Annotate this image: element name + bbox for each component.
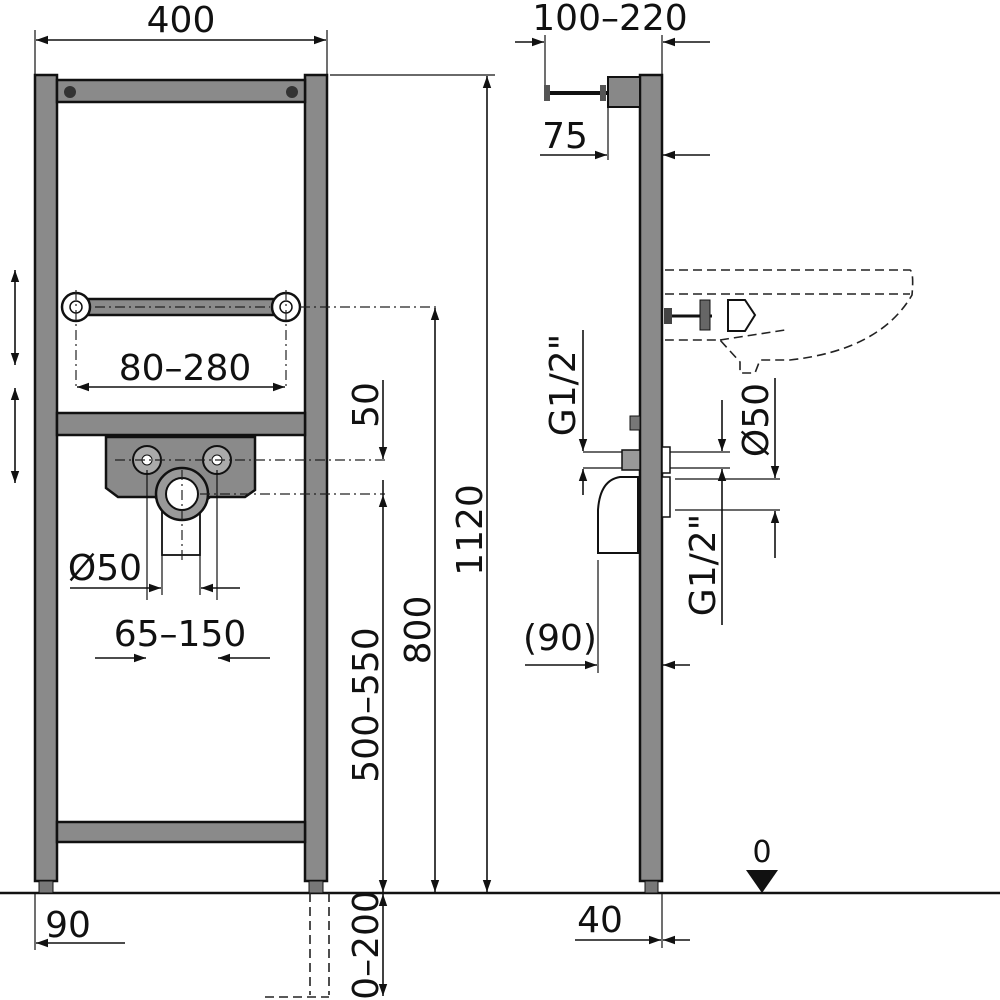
dim-rail-height: 800: [398, 596, 439, 665]
dim-total-height: 1120: [450, 484, 491, 576]
floor-level-label: 0: [752, 835, 771, 870]
dim-outlet-height: 500–550: [346, 627, 387, 782]
basin-outline: [665, 269, 914, 374]
front-view: 400 1120 800 500–550 50 80–280 Ø50 65–15…: [10, 0, 495, 1000]
dim-bracket-offset: 75: [542, 116, 588, 157]
dim-thread-upper: G1/2": [543, 334, 584, 436]
dim-foot-depth: 40: [577, 900, 623, 941]
dim-thread-lower: G1/2": [683, 514, 724, 616]
dim-siphon-depth: (90): [523, 618, 597, 659]
dim-fitting-span: 65–150: [114, 614, 247, 655]
dim-drain-diameter-side: Ø50: [736, 383, 777, 457]
top-bracket: [607, 76, 641, 108]
siphon-elbow: [597, 476, 639, 554]
dim-drain-diameter: Ø50: [68, 548, 142, 589]
floor-level-marker-icon: [746, 870, 778, 893]
side-view: 100–220 75 G1/2" G1/2" Ø50: [515, 0, 914, 948]
dim-rail-span: 80–280: [119, 348, 252, 389]
bottom-bar: [55, 820, 307, 844]
dim-foot-adjust: 0–200: [346, 890, 387, 1000]
cross-bar: [55, 411, 307, 437]
left-post: [33, 73, 59, 883]
dim-width: 400: [147, 0, 216, 41]
top-bar: [55, 78, 307, 104]
dim-foot-offset: 90: [45, 905, 91, 946]
side-post: [638, 73, 664, 883]
right-post: [303, 73, 329, 883]
dim-offset: 50: [346, 382, 387, 428]
dim-bracket-depth: 100–220: [532, 0, 687, 39]
